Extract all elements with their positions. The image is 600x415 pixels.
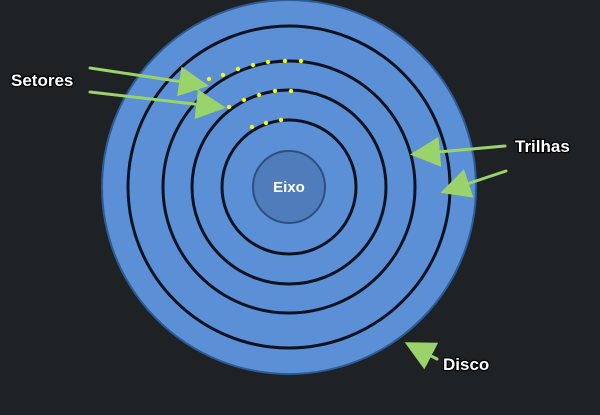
sector-dot-icon	[241, 97, 247, 103]
sector-dot-icon	[288, 88, 294, 94]
sector-dot-icon	[256, 92, 262, 98]
sector-dot-icon	[226, 104, 232, 110]
disk-label: Disco	[443, 355, 489, 374]
sector-dot-icon	[265, 59, 271, 65]
track-4	[220, 118, 358, 256]
sector-dot-icon	[278, 117, 284, 123]
axis-hub	[252, 150, 326, 224]
sector-dot-icon	[250, 62, 256, 68]
axis-label: Eixo	[273, 179, 305, 196]
sector-dot-icon	[206, 76, 212, 82]
sectors-label: Setores	[11, 71, 73, 90]
sector-dot-icon	[298, 58, 304, 64]
sector-dot-icon	[272, 88, 278, 94]
sector-dot-icon	[282, 58, 288, 64]
sector-dot-icon	[263, 120, 269, 126]
arrow-icon	[88, 89, 226, 120]
sector-dot-icon	[220, 72, 226, 78]
arrow-icon	[410, 136, 507, 167]
arrow-icon	[440, 169, 508, 198]
sector-dot-icon	[249, 124, 255, 130]
sector-dot-icon	[235, 66, 241, 72]
arrow-icon	[88, 66, 209, 97]
track-3	[190, 88, 388, 286]
track-2	[161, 59, 417, 315]
arrow-icon	[404, 342, 439, 370]
sector-dot-icon	[194, 85, 200, 91]
tracks-label: Trilhas	[515, 137, 570, 156]
